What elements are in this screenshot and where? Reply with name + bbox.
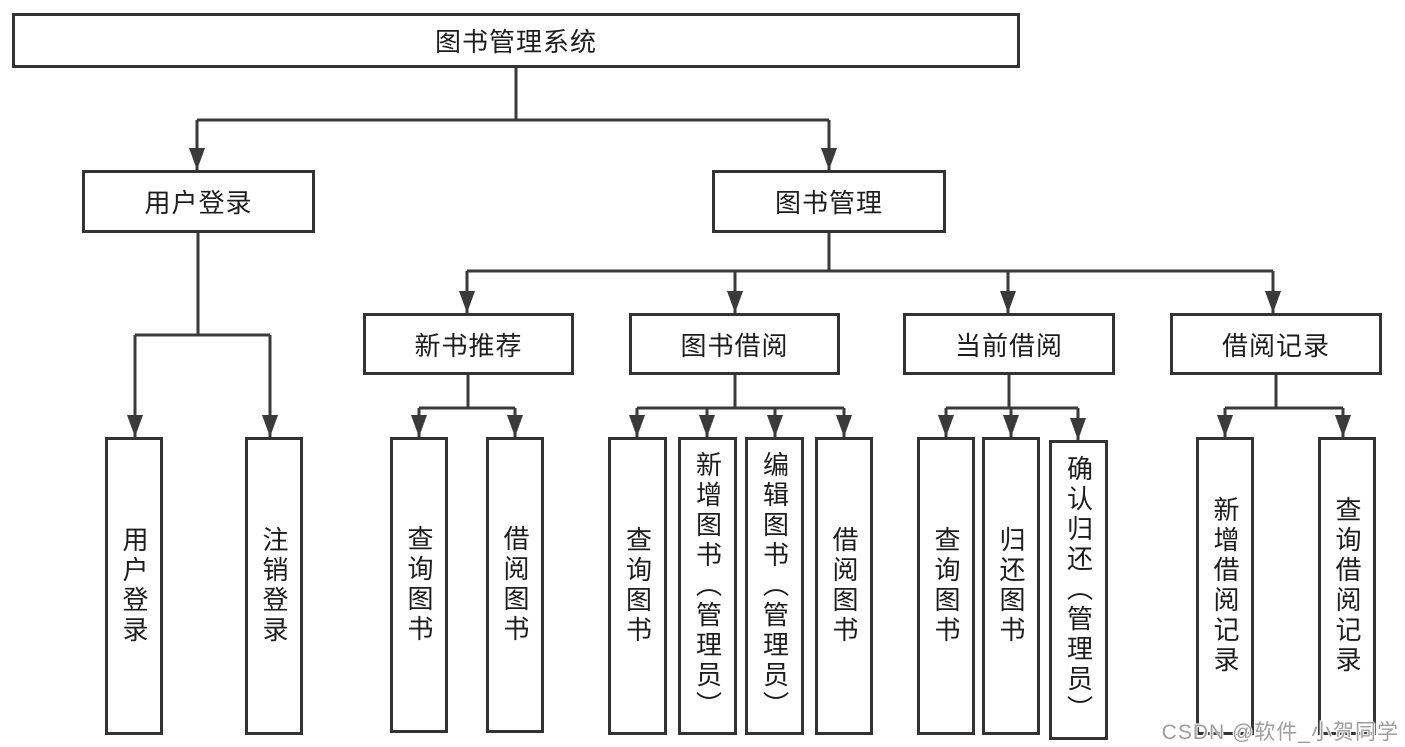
csdn-watermark: CSDN @软件_小贺同学 <box>1161 721 1399 744</box>
node-add-books-admin: 新增图书（管理员） <box>678 437 737 735</box>
node-library-system: 图书管理系统 <box>12 13 1020 68</box>
node-book-borrowing: 图书借阅 <box>629 313 840 375</box>
node-borrow-books-recommend: 借阅图书 <box>486 437 544 733</box>
node-user-login: 用户登录 <box>82 170 315 233</box>
node-add-borrow-record: 新增借阅记录 <box>1196 437 1254 735</box>
node-confirm-return-admin: 确认归还（管理员） <box>1049 440 1108 740</box>
node-borrowing-records: 借阅记录 <box>1170 313 1382 375</box>
node-user-login-action: 用户登录 <box>105 437 163 735</box>
node-edit-books-admin: 编辑图书（管理员） <box>745 437 804 735</box>
node-borrow-books-borrowing: 借阅图书 <box>815 437 873 735</box>
node-book-management: 图书管理 <box>712 170 946 233</box>
node-query-borrow-record: 查询借阅记录 <box>1318 437 1376 735</box>
node-current-borrowing: 当前借阅 <box>903 313 1115 375</box>
node-query-books-current: 查询图书 <box>917 437 975 735</box>
node-query-books-borrowing: 查询图书 <box>608 437 667 735</box>
node-return-books: 归还图书 <box>982 437 1040 735</box>
node-new-book-recommendation: 新书推荐 <box>363 313 574 375</box>
node-logout-action: 注销登录 <box>245 437 303 735</box>
node-query-books-recommend: 查询图书 <box>390 437 448 733</box>
